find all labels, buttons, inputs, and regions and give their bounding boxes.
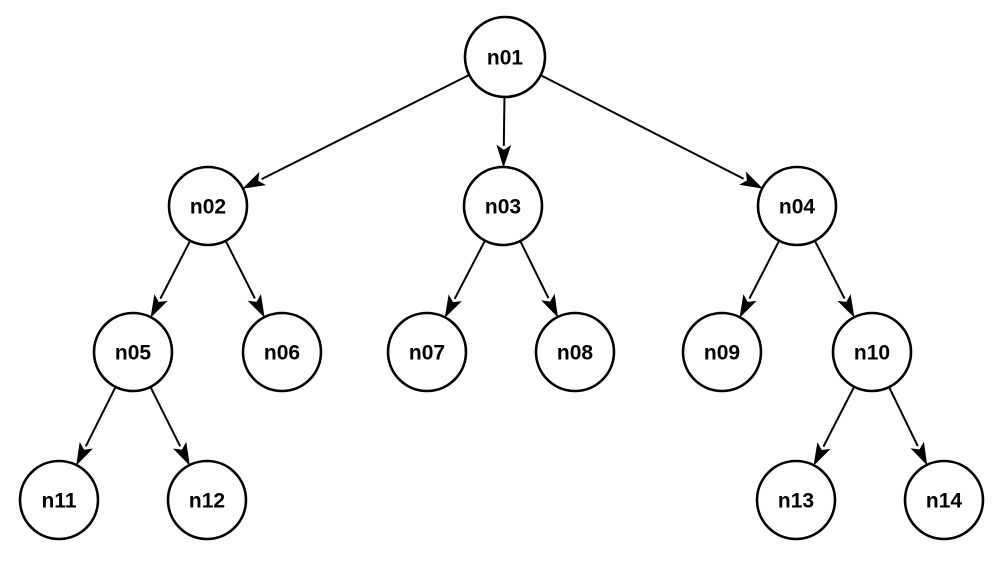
node-label: n11 — [41, 490, 76, 513]
node-n08[interactable]: n08 — [534, 311, 616, 393]
node-label: n03 — [485, 196, 521, 219]
edge-line — [502, 97, 506, 147]
node-n06[interactable]: n06 — [241, 311, 323, 393]
node-label: n02 — [190, 196, 226, 219]
node-label: n01 — [487, 47, 524, 70]
edge-n10-to-n14 — [888, 387, 928, 466]
edge-line — [814, 241, 846, 300]
node-label: n06 — [264, 342, 300, 365]
node-layer: n01 n02 n03 n04 n05 n06 n07 n08 n09 n10 n11 n12 n13 n… — [18, 15, 985, 541]
node-n12[interactable]: n12 — [166, 459, 248, 541]
edge-n04-to-n10 — [814, 241, 855, 318]
node-n09[interactable]: n09 — [681, 311, 763, 393]
node-circle[interactable] — [386, 311, 468, 393]
edge-line — [748, 241, 780, 300]
edge-line — [888, 387, 919, 447]
edge-line — [519, 241, 550, 299]
edge-n02-to-n06 — [225, 241, 265, 318]
node-label: n04 — [779, 196, 816, 219]
arrowhead-icon — [242, 171, 267, 189]
node-circle[interactable] — [18, 459, 100, 541]
arrowhead-icon — [247, 294, 265, 318]
edge-line — [261, 74, 469, 180]
arrowhead-icon — [910, 441, 928, 466]
node-circle[interactable] — [755, 459, 837, 541]
edge-layer — [76, 74, 928, 466]
arrowhead-icon — [739, 171, 763, 189]
arrowhead-icon — [739, 294, 757, 318]
node-n14[interactable]: n14 — [903, 459, 985, 541]
node-circle[interactable] — [903, 459, 985, 541]
node-circle[interactable] — [462, 165, 544, 247]
node-circle[interactable] — [463, 15, 547, 99]
node-n10[interactable]: n10 — [831, 311, 913, 393]
edge-n10-to-n13 — [813, 387, 855, 466]
arrowhead-icon — [150, 294, 168, 318]
edge-n04-to-n09 — [739, 241, 780, 318]
node-label: n07 — [409, 342, 445, 365]
node-circle[interactable] — [167, 165, 249, 247]
node-n03[interactable]: n03 — [462, 165, 544, 247]
node-label: n12 — [189, 490, 225, 513]
node-n13[interactable]: n13 — [755, 459, 837, 541]
arrowhead-icon — [76, 441, 94, 466]
edge-n03-to-n08 — [519, 241, 559, 318]
node-n01[interactable]: n01 — [463, 15, 547, 99]
node-n05[interactable]: n05 — [92, 311, 174, 393]
arrowhead-icon — [444, 294, 462, 318]
edge-n03-to-n07 — [444, 241, 486, 318]
node-circle[interactable] — [534, 311, 616, 393]
node-n04[interactable]: n04 — [756, 165, 838, 247]
arrowhead-icon — [496, 144, 512, 168]
node-label: n05 — [115, 342, 152, 365]
edge-line — [159, 241, 191, 300]
node-label: n08 — [557, 342, 594, 365]
node-label: n10 — [854, 342, 890, 365]
edge-n02-to-n05 — [150, 241, 191, 318]
edge-n01-to-n02 — [242, 74, 469, 189]
node-circle[interactable] — [756, 165, 838, 247]
node-circle[interactable] — [241, 311, 323, 393]
edge-line — [149, 387, 182, 447]
node-circle[interactable] — [831, 311, 913, 393]
node-label: n13 — [778, 490, 814, 513]
node-n11[interactable]: n11 — [18, 459, 100, 541]
edge-n05-to-n12 — [149, 387, 190, 466]
edge-n01-to-n04 — [541, 74, 763, 189]
edge-n05-to-n11 — [76, 387, 117, 466]
node-label: n14 — [926, 490, 963, 513]
node-circle[interactable] — [92, 311, 174, 393]
edge-line — [453, 241, 486, 300]
edge-line — [822, 387, 855, 448]
edge-line — [84, 387, 117, 447]
arrowhead-icon — [172, 441, 190, 466]
edge-n01-to-n03 — [496, 97, 512, 168]
node-circle[interactable] — [166, 459, 248, 541]
arrowhead-icon — [813, 442, 831, 466]
edge-line — [541, 74, 745, 180]
arrowhead-icon — [837, 294, 855, 318]
node-n07[interactable]: n07 — [386, 311, 468, 393]
node-circle[interactable] — [681, 311, 763, 393]
edge-line — [225, 241, 256, 299]
node-n02[interactable]: n02 — [167, 165, 249, 247]
arrowhead-icon — [541, 293, 559, 318]
node-label: n09 — [704, 342, 740, 365]
